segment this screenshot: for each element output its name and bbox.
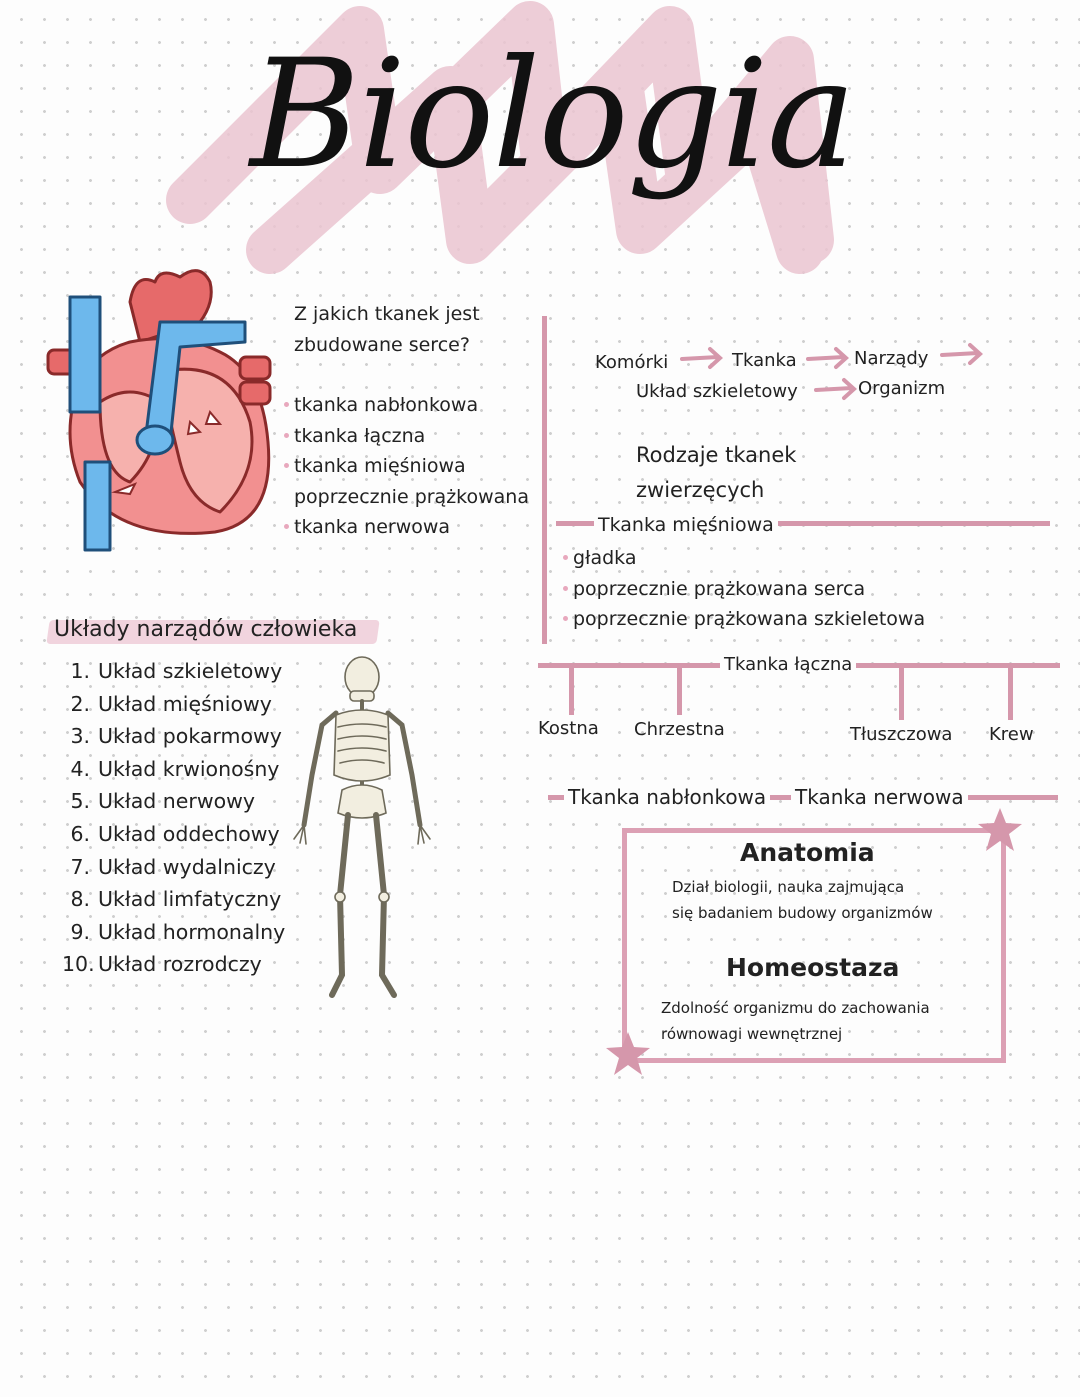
organ-system-item: 9.Układ hormonalny xyxy=(70,919,286,944)
connective-branch xyxy=(899,665,904,720)
homeostaza-definition-line1: Zdolność organizmu do zachowania xyxy=(661,999,930,1017)
connective-branch xyxy=(677,665,682,715)
muscle-type-item: poprzecznie prążkowana serca xyxy=(562,574,925,605)
organ-systems-title: Układy narządów człowieka xyxy=(54,617,358,642)
muscle-tissue-title: Tkanka mięśniowa xyxy=(594,514,778,536)
muscle-type-item: poprzecznie prążkowana szkieletowa xyxy=(562,604,925,635)
vertical-divider xyxy=(542,316,547,644)
anatomia-definition-line1: Dział biologii, nauka zajmująca xyxy=(672,878,905,896)
connective-branch xyxy=(1008,665,1013,720)
connective-type-kostna: Kostna xyxy=(538,718,599,739)
connective-tissue-title: Tkanka łączna xyxy=(720,654,857,675)
star-icon xyxy=(606,1032,650,1075)
skeleton-illustration xyxy=(293,656,431,998)
flow-organizm: Organizm xyxy=(858,378,946,399)
organ-system-item: 8.Układ limfatyczny xyxy=(70,887,282,912)
definitions-box xyxy=(622,828,1006,1063)
arrow-right-icon xyxy=(940,343,983,365)
connective-type-krew: Krew xyxy=(989,724,1034,745)
organ-system-item: 5.Układ nerwowy xyxy=(70,789,256,814)
anatomia-definition-line2: się badaniem budowy organizmów xyxy=(672,904,933,922)
muscle-divider-line xyxy=(556,521,1050,526)
arrow-right-icon xyxy=(680,347,723,369)
organ-system-item: 3.Układ pokarmowy xyxy=(70,724,282,749)
heart-question-line2: zbudowane serce? xyxy=(294,334,470,356)
arrow-right-icon xyxy=(806,347,849,369)
flow-narzady: Narządy xyxy=(854,348,929,369)
tissues-heading-line2: zwierzęcych xyxy=(636,478,765,502)
homeostaza-definition-line2: równowagi wewnętrznej xyxy=(661,1025,843,1043)
nervous-tissue-title: Tkanka nerwowa xyxy=(791,785,968,809)
anatomia-heading: Anatomia xyxy=(740,838,875,867)
organ-systems-list: 1.Układ szkieletowy 2.Układ mięśniowy 3.… xyxy=(62,655,285,981)
flow-tkanka: Tkanka xyxy=(732,350,797,371)
organ-system-item: 7.Układ wydalniczy xyxy=(70,854,276,879)
arrow-right-icon xyxy=(814,378,857,400)
heart-tissue-item: tkanka nabłonkowa xyxy=(284,390,529,421)
organ-system-item: 6.Układ oddechowy xyxy=(70,821,280,846)
connective-type-tluszczowa: Tłuszczowa xyxy=(850,724,953,745)
heart-tissue-item: tkanka mięśniowa xyxy=(284,451,529,482)
epithelial-tissue-title: Tkanka nabłonkowa xyxy=(564,785,771,809)
homeostaza-heading: Homeostaza xyxy=(726,953,900,982)
connective-type-chrzestna: Chrzestna xyxy=(634,719,725,740)
title-scribble xyxy=(166,1,834,274)
muscle-type-item: gładka xyxy=(562,543,925,574)
connective-branch xyxy=(569,665,574,715)
heart-tissue-item-continued: poprzecznie prążkowana xyxy=(294,485,529,508)
organ-system-item: 1.Układ szkieletowy xyxy=(70,659,283,683)
heart-question-line1: Z jakich tkanek jest xyxy=(294,303,480,325)
flow-uklad: Układ szkieletowy xyxy=(636,381,798,402)
organ-system-item: 2.Układ mięśniowy xyxy=(70,691,272,716)
heart-illustration xyxy=(46,269,272,552)
organ-system-item: 10.Układ rozrodczy xyxy=(62,952,262,977)
tissues-heading-line1: Rodzaje tkanek xyxy=(636,443,797,467)
page-title: Biologia xyxy=(250,28,856,202)
flow-komorki: Komórki xyxy=(595,352,669,373)
heart-tissue-item: tkanka łączna xyxy=(284,421,529,452)
heart-tissue-item: tkanka nerwowa xyxy=(284,512,529,543)
star-icon xyxy=(978,808,1022,851)
organ-system-item: 4.Układ krwionośny xyxy=(70,756,280,781)
